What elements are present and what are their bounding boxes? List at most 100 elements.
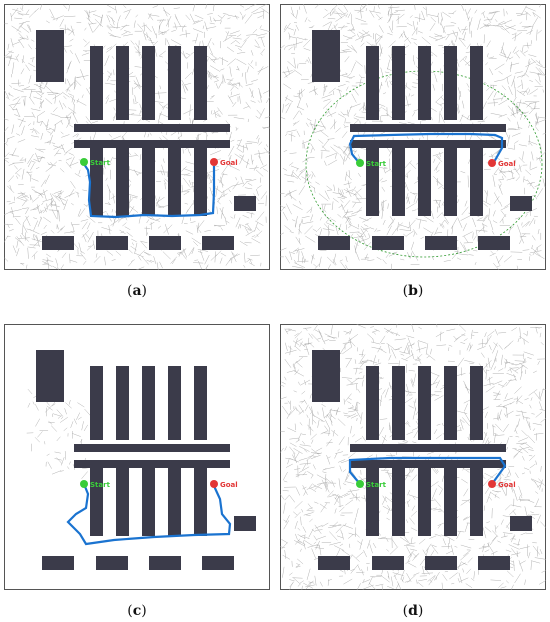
obstacle-block [312, 30, 340, 82]
obstacle-block [36, 30, 64, 82]
obstacle-block [510, 516, 532, 531]
map-c: Start Goal [4, 324, 270, 590]
goal-marker [488, 480, 496, 488]
obstacle-block [350, 460, 506, 468]
obstacle-block [42, 556, 74, 570]
goal-label: Goal [498, 160, 516, 168]
obstacle-block [392, 468, 405, 536]
obstacle-block [318, 556, 350, 570]
obstacles [36, 30, 256, 250]
obstacle-block [74, 460, 230, 468]
obstacle-block [194, 366, 207, 440]
obstacle-block [74, 124, 230, 132]
map-b: Start Goal [280, 4, 546, 270]
obstacle-block [149, 556, 181, 570]
obstacle-block [168, 468, 181, 536]
obstacle-block [366, 468, 379, 536]
goal-label: Goal [220, 159, 238, 167]
obstacle-block [202, 236, 234, 250]
obstacle-block [470, 46, 483, 120]
obstacle-block [350, 140, 506, 148]
obstacle-block [116, 366, 129, 440]
obstacle-block [366, 366, 379, 440]
exploration-tree [26, 388, 91, 479]
obstacle-block [90, 46, 103, 120]
obstacle-block [90, 148, 103, 216]
obstacle-block [372, 236, 404, 250]
obstacle-block [149, 236, 181, 250]
obstacle-block [392, 366, 405, 440]
planned-path [348, 456, 507, 485]
obstacle-block [318, 236, 350, 250]
goal-label: Goal [220, 481, 238, 489]
obstacle-block [202, 556, 234, 570]
obstacle-block [116, 148, 129, 216]
obstacle-block [425, 556, 457, 570]
obstacle-block [74, 140, 230, 148]
panel-a: Start Goal [4, 4, 270, 270]
obstacles [312, 350, 532, 570]
sampling-region [305, 70, 543, 258]
caption-b: (b) [402, 283, 424, 299]
obstacle-block [418, 468, 431, 536]
start-label: Start [366, 481, 387, 489]
obstacle-block [444, 366, 457, 440]
obstacle-block [194, 468, 207, 536]
obstacle-block [42, 236, 74, 250]
goal-marker [488, 159, 496, 167]
obstacle-block [142, 148, 155, 216]
obstacle-block [444, 148, 457, 216]
goal-marker [210, 480, 218, 488]
obstacles [312, 30, 532, 250]
obstacle-block [194, 46, 207, 120]
obstacle-block [350, 444, 506, 452]
obstacle-block [470, 148, 483, 216]
obstacle-block [36, 350, 64, 402]
obstacle-block [168, 366, 181, 440]
obstacle-block [392, 148, 405, 216]
obstacle-block [168, 46, 181, 120]
planned-path [66, 483, 232, 546]
obstacle-block [470, 468, 483, 536]
obstacle-block [90, 468, 103, 536]
caption-a: (a) [126, 283, 147, 299]
start-marker [80, 480, 88, 488]
obstacle-block [418, 46, 431, 120]
obstacle-block [168, 148, 181, 216]
obstacle-block [478, 556, 510, 570]
obstacle-block [116, 46, 129, 120]
obstacle-block [478, 236, 510, 250]
obstacle-block [234, 196, 256, 211]
start-label: Start [90, 159, 111, 167]
map-d: Start Goal [280, 324, 546, 590]
obstacle-block [372, 556, 404, 570]
obstacle-block [425, 236, 457, 250]
planned-path [348, 132, 504, 165]
start-marker [356, 480, 364, 488]
map-a: Start Goal [4, 4, 270, 270]
obstacle-block [142, 46, 155, 120]
obstacle-block [470, 366, 483, 440]
obstacle-block [74, 444, 230, 452]
obstacle-block [444, 468, 457, 536]
obstacle-block [510, 196, 532, 211]
start-marker [80, 158, 88, 166]
planned-path [83, 163, 216, 219]
obstacle-block [418, 148, 431, 216]
obstacle-block [234, 516, 256, 531]
obstacle-block [366, 148, 379, 216]
obstacle-block [392, 46, 405, 120]
goal-label: Goal [498, 481, 516, 489]
goal-marker [210, 158, 218, 166]
obstacle-block [90, 366, 103, 440]
panel-c: Start Goal [4, 324, 270, 590]
obstacle-block [350, 124, 506, 132]
obstacles [36, 350, 256, 570]
obstacle-block [116, 468, 129, 536]
obstacle-block [194, 148, 207, 216]
obstacle-block [366, 46, 379, 120]
obstacle-block [312, 350, 340, 402]
panel-b: Start Goal [280, 4, 546, 270]
start-marker [356, 159, 364, 167]
obstacle-block [444, 46, 457, 120]
